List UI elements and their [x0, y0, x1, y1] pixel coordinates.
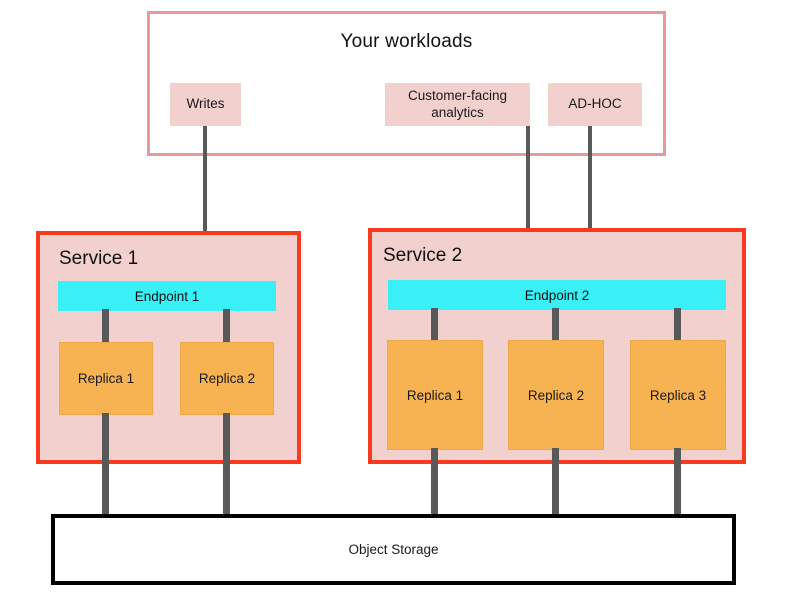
workload-chip-customer-facing-analytics[interactable]: Customer-facing analytics [385, 83, 530, 126]
workload-chip-ad-hoc[interactable]: AD-HOC [548, 83, 642, 126]
service-2-replica-2-to-storage-connector [552, 448, 559, 516]
service-1-replica-2[interactable]: Replica 2 [180, 342, 274, 415]
service-2-replica-1[interactable]: Replica 1 [387, 340, 483, 450]
service-1-replica-1-to-storage-connector [102, 413, 109, 516]
service-2-endpoint[interactable]: Endpoint 2 [388, 280, 726, 310]
workloads-title: Your workloads [340, 31, 473, 52]
service-2-replica-2[interactable]: Replica 2 [508, 340, 604, 450]
service-1-endpoint[interactable]: Endpoint 1 [58, 281, 276, 311]
service-1-title: Service 1 [59, 248, 139, 269]
service-1-endpoint-to-replica-2-connector [223, 309, 230, 344]
workload-chip-writes[interactable]: Writes [170, 83, 241, 126]
service-1-replica-1[interactable]: Replica 1 [59, 342, 153, 415]
object-storage-box[interactable]: Object Storage [51, 514, 736, 585]
service-2-endpoint-to-replica-1-connector [431, 308, 438, 342]
service-2-replica-1-to-storage-connector [431, 448, 438, 516]
service-1-replica-2-to-storage-connector [223, 413, 230, 516]
service-2-replica-3-to-storage-connector [674, 448, 681, 516]
arrow-ad-hoc-shaft [588, 126, 592, 262]
service-2-replica-3[interactable]: Replica 3 [630, 340, 726, 450]
service-2-endpoint-to-replica-3-connector [674, 308, 681, 342]
service-2-endpoint-to-replica-2-connector [552, 308, 559, 342]
arrow-customer-facing-analytics-shaft [526, 126, 530, 262]
service-1-endpoint-to-replica-1-connector [102, 309, 109, 344]
service-2-title: Service 2 [383, 245, 463, 266]
arrow-writes-shaft [203, 126, 207, 262]
